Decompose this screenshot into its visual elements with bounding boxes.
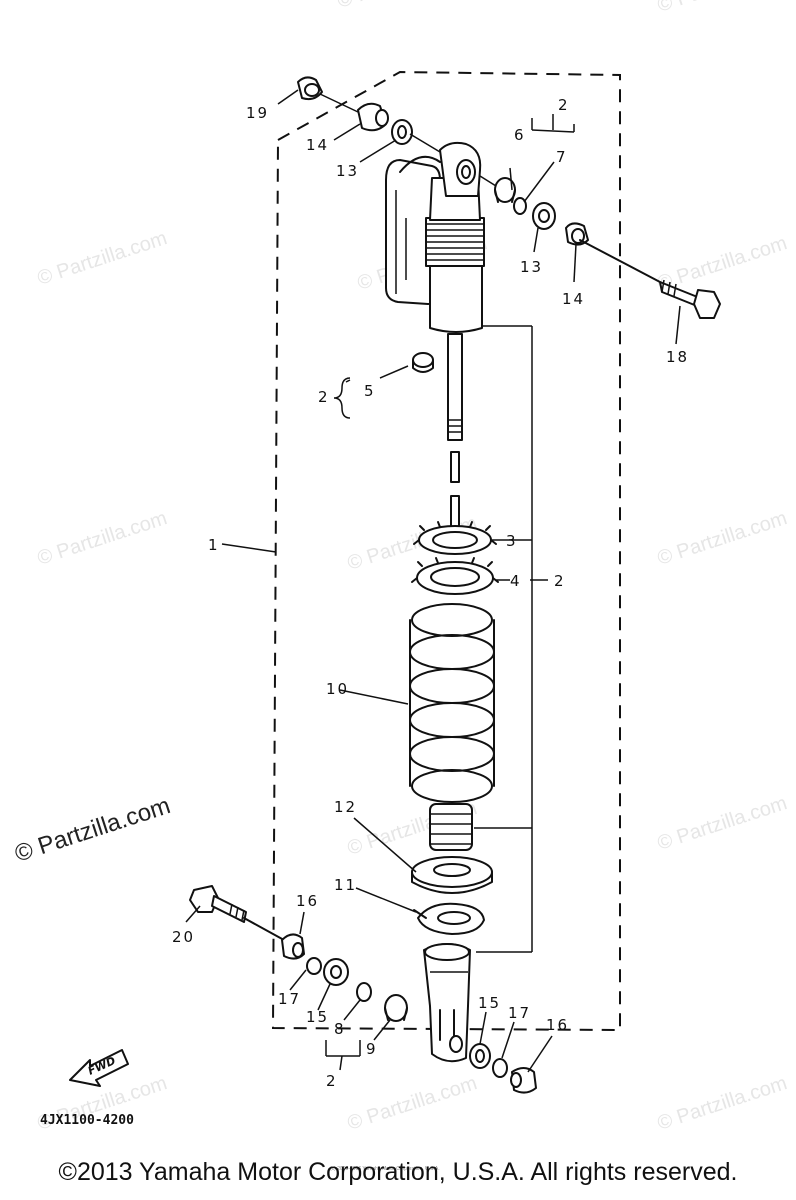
callout-2: 2: [558, 96, 570, 114]
tiny-credit: (c) 2005-2016 Yamaha Motor Corporation, …: [330, 1166, 440, 1172]
watermark: © Partzilla.com: [655, 507, 790, 570]
coil-spring-part-10: [409, 603, 495, 803]
callout-labels: 19 14 13 2 6 7 13 14 18 2 5 1 3 4 2 10 1…: [172, 96, 689, 1090]
callout-11: 11: [334, 876, 357, 894]
callout-2: 2: [318, 388, 330, 406]
callout-4: 4: [510, 572, 522, 590]
copyright-notice: ©2013 Yamaha Motor Corporation, U.S.A. A…: [58, 1158, 738, 1186]
watermark: © Partzilla.com: [655, 232, 790, 295]
diagram-code: 4JX1100-4200: [40, 1113, 134, 1128]
watermark: © Partzilla.com: [35, 507, 170, 570]
watermark: © Partzilla.com: [35, 227, 170, 290]
watermark: © Partzilla.com: [335, 0, 470, 13]
stopper-part-11: [413, 902, 485, 935]
callout-14: 14: [562, 290, 585, 308]
callout-13: 13: [336, 162, 359, 180]
bump-stop: [429, 803, 473, 851]
bolt-part-20: [189, 885, 285, 941]
callout-2: 2: [554, 572, 566, 590]
callout-17: 17: [508, 1004, 531, 1022]
callout-9: 9: [366, 1040, 378, 1058]
leader-lines: [185, 89, 681, 1073]
callout-8: 8: [334, 1020, 346, 1038]
bearing-part-5: [412, 352, 434, 373]
callout-7: 7: [556, 148, 568, 166]
callout-16: 16: [546, 1016, 569, 1034]
lower-clevis: [423, 943, 471, 1063]
callout-15: 15: [478, 994, 501, 1012]
bolt-part-18: [579, 239, 721, 319]
lower-right-hardware: [469, 1043, 537, 1094]
watermark: © Partzilla.com: [655, 0, 790, 17]
callout-18: 18: [666, 348, 689, 366]
callout-19: 19: [246, 104, 269, 122]
watermark: © Partzilla.com: [655, 792, 790, 855]
shock-absorber-body: [385, 141, 485, 531]
callout-6: 6: [514, 126, 526, 144]
spring-adjuster-nuts: [411, 521, 499, 595]
callout-2: 2: [326, 1072, 338, 1090]
callout-10: 10: [326, 680, 349, 698]
upper-right-hardware: [494, 177, 589, 246]
callout-5: 5: [364, 382, 376, 400]
lower-left-hardware: [281, 933, 408, 1022]
assembly-2-bracket: [325, 325, 548, 1071]
forward-direction-arrow-icon: FWD: [69, 1049, 129, 1087]
watermark: © Partzilla.com: [655, 1072, 790, 1135]
callout-14: 14: [306, 136, 329, 154]
assembly-boundary-dashed: [271, 70, 621, 1032]
watermark-emphasized: © Partzilla.com: [12, 792, 174, 868]
spring-seat-part-12: [411, 856, 493, 894]
callout-12: 12: [334, 798, 357, 816]
callout-17: 17: [278, 990, 301, 1008]
callout-16: 16: [296, 892, 319, 910]
callout-13: 13: [520, 258, 543, 276]
upper-left-hardware: [297, 76, 413, 145]
watermark: © Partzilla.com: [345, 1072, 480, 1135]
callout-1: 1: [208, 536, 220, 554]
callout-20: 20: [172, 928, 195, 946]
callout-15: 15: [306, 1008, 329, 1026]
callout-3: 3: [506, 532, 518, 550]
